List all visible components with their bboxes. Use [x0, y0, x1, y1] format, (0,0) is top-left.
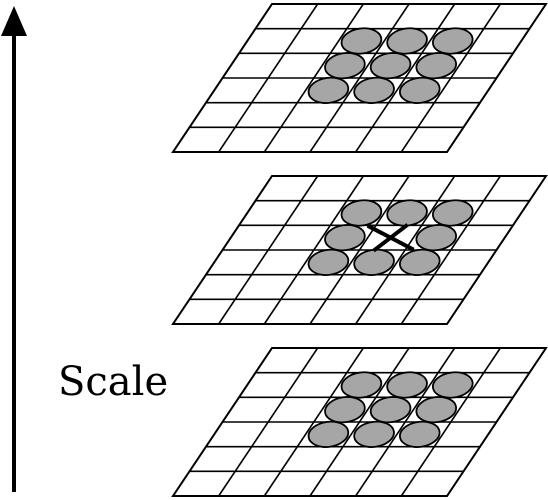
neighbor-cell-ellipse	[307, 420, 350, 448]
grid-layer-top	[171, 3, 548, 153]
grid-layer-bottom	[171, 347, 548, 497]
neighbor-cell-ellipse	[431, 371, 474, 399]
neighbor-cell-ellipse	[415, 396, 458, 424]
grid-layer-middle	[171, 175, 548, 325]
neighbor-cell-ellipse	[353, 248, 395, 276]
neighbor-cell-ellipse	[324, 52, 366, 80]
neighbor-cell-ellipse	[340, 371, 383, 399]
neighbor-cell-ellipse	[353, 76, 395, 104]
scale-arrow-head	[1, 6, 27, 36]
neighbor-cell-ellipse	[415, 224, 458, 252]
neighbor-cell-ellipse	[324, 224, 366, 252]
neighbor-cell-ellipse	[431, 27, 474, 55]
neighbor-cell-ellipse	[386, 27, 428, 55]
neighbor-cell-ellipse	[353, 420, 395, 448]
center-x-stroke	[372, 223, 409, 253]
center-x-marker	[366, 223, 415, 253]
neighbor-cell-ellipse	[307, 76, 350, 104]
neighbor-cell-ellipse	[340, 27, 383, 55]
neighbor-cell-ellipse	[415, 52, 458, 80]
scale-label: Scale	[58, 359, 169, 405]
neighbor-cell-ellipse	[386, 199, 428, 227]
neighbor-cell-ellipse	[398, 420, 441, 448]
scale-layers	[171, 3, 548, 497]
neighbor-cell-ellipse	[369, 52, 412, 80]
neighbor-cell-ellipse	[340, 199, 383, 227]
neighbor-cell-ellipse	[398, 76, 441, 104]
neighbor-cell-ellipse	[307, 248, 350, 276]
neighbor-cell-ellipse	[431, 199, 474, 227]
neighbor-cell-ellipse	[386, 371, 428, 399]
scale-arrow	[1, 6, 27, 492]
neighbor-cell-ellipse	[369, 396, 412, 424]
neighbor-cell-ellipse	[398, 248, 441, 276]
neighbor-cell-ellipse	[324, 396, 366, 424]
